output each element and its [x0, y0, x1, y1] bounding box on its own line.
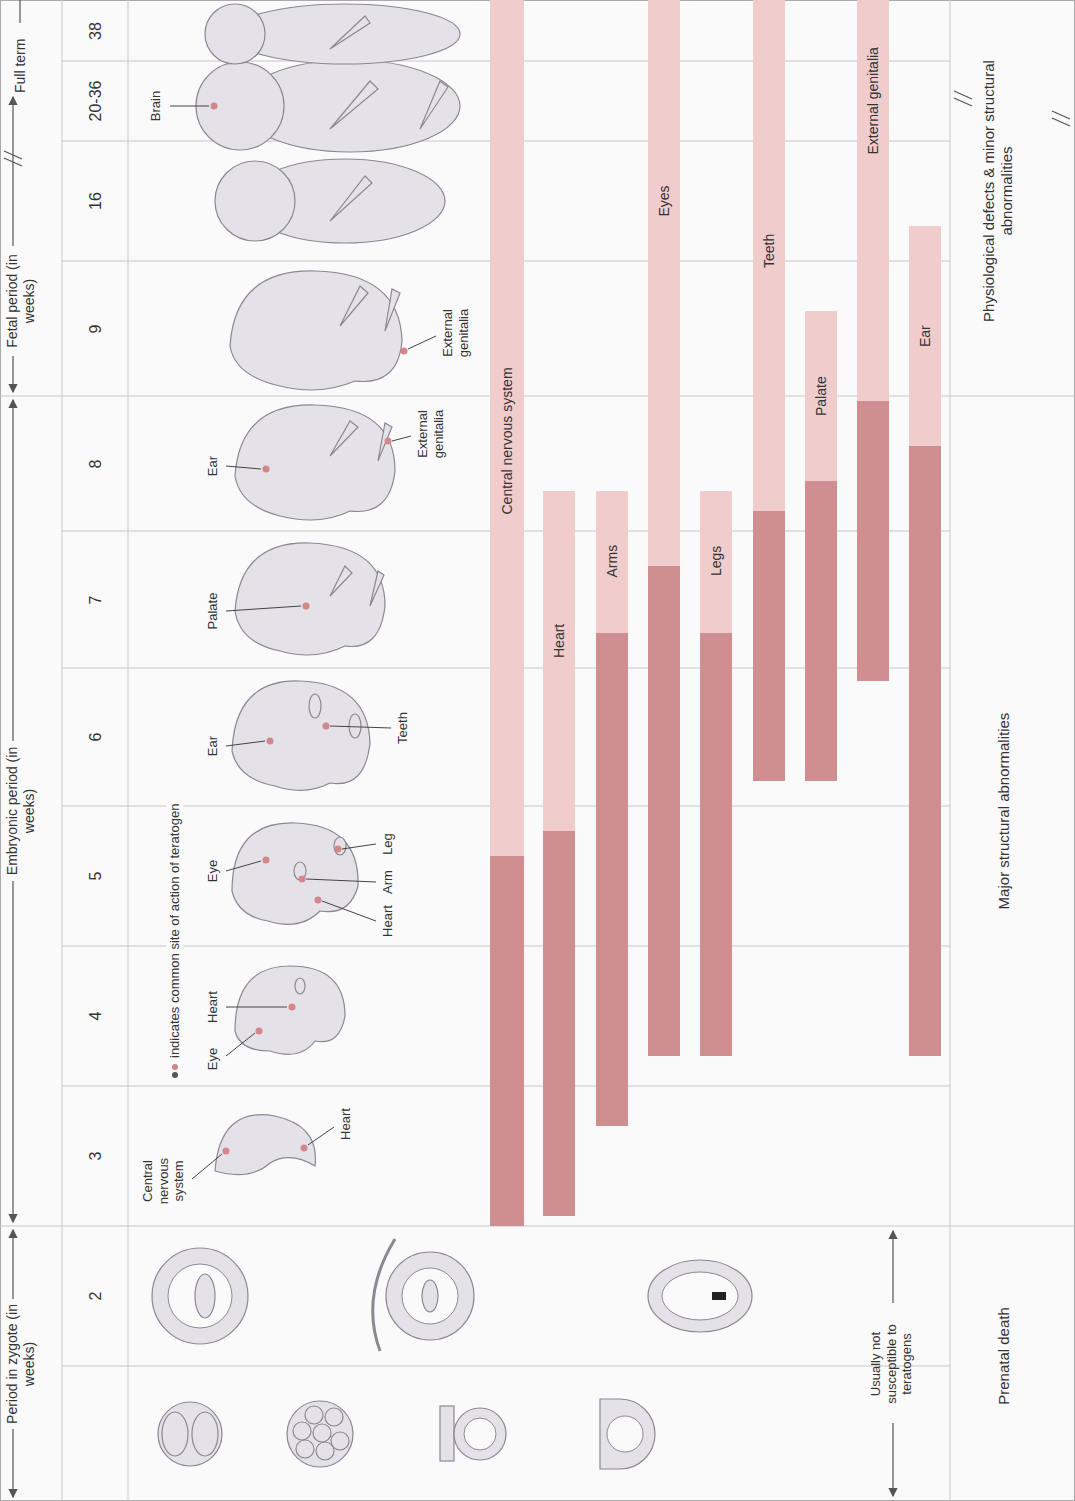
- week-number: 8: [86, 434, 105, 494]
- organ-label: Heart: [338, 1099, 354, 1149]
- period-header: Embryonic period (in weeks): [4, 746, 38, 876]
- week-number: 4: [86, 986, 105, 1046]
- susceptibility-bar: Central nervous system: [490, 0, 524, 1226]
- susceptibility-bar: Palate: [805, 311, 837, 781]
- organ-label: External genitalia: [415, 402, 446, 466]
- organ-label: Heart: [205, 981, 221, 1033]
- organ-label: Palate: [205, 581, 221, 641]
- week-number: 20-36: [86, 71, 105, 131]
- susceptibility-bar: Arms: [596, 491, 628, 1126]
- week-number: 16: [86, 171, 105, 231]
- week-number: 6: [86, 707, 105, 767]
- organ-label: Arm: [380, 867, 396, 897]
- week-number: 3: [86, 1126, 105, 1186]
- note-label: Usually not susceptible to teratogens: [868, 1309, 915, 1419]
- organ-label: Heart: [380, 899, 396, 943]
- bar-label: Legs: [708, 546, 724, 576]
- organ-label: Eye: [205, 851, 221, 891]
- week-number: 2: [86, 1266, 105, 1326]
- week-number: 5: [86, 846, 105, 906]
- susceptibility-bar: Heart: [543, 491, 575, 1216]
- susceptibility-bar: Teeth: [753, 0, 785, 781]
- organ-label: Leg: [380, 827, 396, 861]
- susceptibility-bar: Ear: [909, 226, 941, 1056]
- organ-label: Central nervous system: [140, 1141, 187, 1221]
- outcome-label: Prenatal death: [995, 1231, 1013, 1481]
- period-header: Full term: [12, 13, 29, 93]
- organ-label: Ear: [205, 726, 221, 766]
- outcome-label: Physiological defects & minor structural…: [980, 51, 1016, 331]
- susceptibility-bar: Eyes: [648, 0, 680, 1056]
- bar-label: External genitalia: [865, 47, 881, 154]
- susceptibility-bar: External genitalia: [857, 0, 889, 681]
- bar-label: Eyes: [656, 185, 672, 216]
- period-header: Fetal period (in weeks): [4, 251, 38, 351]
- period-header: Period in zygote (in weeks): [4, 1304, 38, 1424]
- outcome-label: Major structural abnormalities: [995, 561, 1013, 1061]
- bar-label: Palate: [813, 376, 829, 416]
- susceptibility-bar: Legs: [700, 491, 732, 1056]
- bar-label: Teeth: [761, 234, 777, 268]
- bar-label: Ear: [917, 325, 933, 347]
- organ-label: Brain: [148, 81, 164, 131]
- legend-text: indicates common site of action of terat…: [167, 804, 182, 1058]
- bar-label: Heart: [551, 624, 567, 658]
- week-number: 7: [86, 570, 105, 630]
- legend-entry: indicates common site of action of terat…: [166, 800, 183, 1083]
- week-number: 9: [86, 299, 105, 359]
- week-number: 38: [86, 1, 105, 61]
- organ-label: External genitalia: [440, 300, 471, 366]
- organ-label: Teeth: [395, 703, 411, 753]
- organ-label: Ear: [205, 446, 221, 486]
- organ-label: Eye: [205, 1039, 221, 1079]
- bar-label: Central nervous system: [499, 367, 515, 514]
- legend-dots: [170, 1063, 180, 1079]
- bar-label: Arms: [604, 545, 620, 578]
